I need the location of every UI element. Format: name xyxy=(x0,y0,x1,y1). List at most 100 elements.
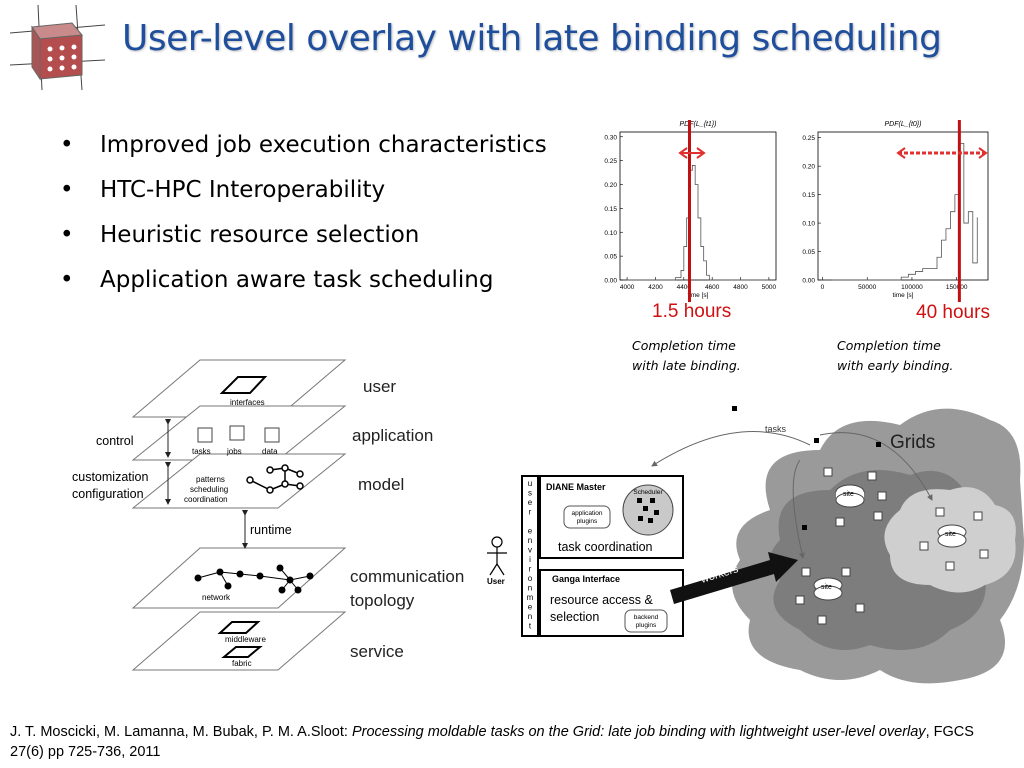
logo-cube-icon xyxy=(10,5,105,90)
svg-text:control: control xyxy=(96,434,134,448)
svg-text:site: site xyxy=(945,531,956,538)
job-cube-icon xyxy=(229,425,245,441)
user-env-letter: o xyxy=(528,574,533,583)
svg-text:tasks: tasks xyxy=(765,424,787,434)
site-disk-icon xyxy=(835,484,865,508)
arrow-head-right xyxy=(978,147,988,159)
svg-text:data: data xyxy=(262,447,278,456)
early-hours-label: 40 hours xyxy=(916,302,990,323)
bullet-list: •Improved job execution characteristics … xyxy=(60,132,547,312)
svg-text:Scheduler: Scheduler xyxy=(633,489,663,496)
svg-text:topology: topology xyxy=(350,591,415,610)
x-tick-label: 4800 xyxy=(733,284,748,291)
svg-text:interfaces: interfaces xyxy=(230,398,265,407)
svg-text:task coordination: task coordination xyxy=(558,540,653,554)
bullet-item: •Heuristic resource selection xyxy=(60,222,420,248)
svg-text:network: network xyxy=(202,593,231,602)
svg-text:coordination: coordination xyxy=(184,495,228,504)
y-tick-label: 0.25 xyxy=(802,135,815,142)
pdf-line xyxy=(831,142,978,281)
y-tick-label: 0.15 xyxy=(604,206,617,213)
site-disk-icon xyxy=(813,577,843,601)
chart-title: PDF(L_{t0}) xyxy=(885,121,922,128)
pdf-line xyxy=(627,165,769,281)
user-env-letter: r xyxy=(529,565,532,574)
user-icon xyxy=(487,536,507,576)
svg-text:model: model xyxy=(358,475,404,494)
x-axis-label: time [s] xyxy=(688,292,709,299)
y-tick-label: 0.05 xyxy=(802,249,815,256)
bullet-item: •HTC-HPC Interoperability xyxy=(60,177,386,203)
svg-text:middleware: middleware xyxy=(225,635,266,644)
bullet-item: •Application aware task scheduling xyxy=(60,267,494,293)
user-env-letter: e xyxy=(528,603,533,612)
late-caption: Completion time with late binding. xyxy=(632,338,741,373)
user-env-letter: n xyxy=(528,584,532,593)
interface-icon xyxy=(219,376,268,394)
svg-text:application: application xyxy=(352,426,433,445)
user-env-letter: m xyxy=(527,593,534,602)
x-tick-label: 5000 xyxy=(762,284,777,291)
architecture-diagram: Grids tasks site site site userenvironme… xyxy=(487,406,1024,684)
y-tick-label: 0.10 xyxy=(604,230,617,237)
y-tick-label: 0.25 xyxy=(604,158,617,165)
y-tick-label: 0.05 xyxy=(604,254,617,261)
svg-text:site: site xyxy=(843,491,854,498)
arrow-head-left xyxy=(678,147,688,159)
user-env-letter: n xyxy=(528,536,532,545)
svg-text:application: application xyxy=(571,510,602,517)
svg-text:configuration: configuration xyxy=(72,487,144,501)
citation: J. T. Moscicki, M. Lamanna, M. Bubak, P.… xyxy=(10,724,974,760)
svg-text:DIANE Master: DIANE Master xyxy=(546,482,606,492)
x-tick-label: 100000 xyxy=(901,284,923,291)
user-env-letter: i xyxy=(529,555,531,564)
svg-text:tasks: tasks xyxy=(192,447,211,456)
y-tick-label: 0.10 xyxy=(802,221,815,228)
svg-text:resource access &: resource access & xyxy=(550,593,653,607)
user-env-letter: n xyxy=(528,612,532,621)
x-tick-label: 4400 xyxy=(677,284,692,291)
plane-network xyxy=(131,547,347,609)
late-binding-chart: PDF(L_{t1}) 0.00 0.05 0.10 0.15 0.20 0.25 0.30 4… xyxy=(604,120,777,302)
y-tick-label: 0.30 xyxy=(604,134,617,141)
svg-text:runtime: runtime xyxy=(250,523,292,537)
chart-title: PDF(L_{t1}) xyxy=(680,121,717,128)
y-tick-label: 0.00 xyxy=(802,278,815,285)
x-tick-label: 4200 xyxy=(648,284,663,291)
plane-service xyxy=(131,611,347,671)
svg-text:scheduling: scheduling xyxy=(190,485,228,494)
bullet-item: •Improved job execution characteristics xyxy=(60,132,547,158)
x-tick-label: 0 xyxy=(821,284,825,291)
svg-text:customization: customization xyxy=(72,470,148,484)
svg-text:plugins: plugins xyxy=(636,622,657,629)
user-env-letter: e xyxy=(528,498,533,507)
user-env-letter: e xyxy=(528,527,533,536)
early-caption: Completion time with early binding. xyxy=(837,338,954,373)
x-axis-label: time [s] xyxy=(893,292,914,299)
grid-cloud xyxy=(732,408,1024,684)
y-tick-label: 0.00 xyxy=(604,278,617,285)
svg-text:user: user xyxy=(363,377,396,396)
plot-frame xyxy=(817,131,989,281)
svg-text:site: site xyxy=(821,584,832,591)
svg-text:service: service xyxy=(350,642,404,661)
svg-text:fabric: fabric xyxy=(232,659,252,668)
y-tick-label: 0.20 xyxy=(604,182,617,189)
task-cube-icon xyxy=(197,427,213,443)
svg-text:selection: selection xyxy=(550,610,599,624)
workers-arrow xyxy=(670,552,798,604)
user-env-letter: v xyxy=(528,546,532,555)
svg-text:communication: communication xyxy=(350,567,464,586)
svg-text:jobs: jobs xyxy=(226,447,242,456)
svg-text:Grids: Grids xyxy=(890,432,935,453)
arrow-head-right xyxy=(696,147,706,159)
slide-title: User-level overlay with late binding sch… xyxy=(122,18,942,59)
svg-text:User: User xyxy=(487,577,505,586)
svg-text:plugins: plugins xyxy=(577,518,598,525)
svg-text:Ganga Interface: Ganga Interface xyxy=(552,574,620,584)
plane-model xyxy=(131,453,347,509)
arrow-head-left xyxy=(896,147,906,159)
site-disk-icon xyxy=(937,524,967,548)
